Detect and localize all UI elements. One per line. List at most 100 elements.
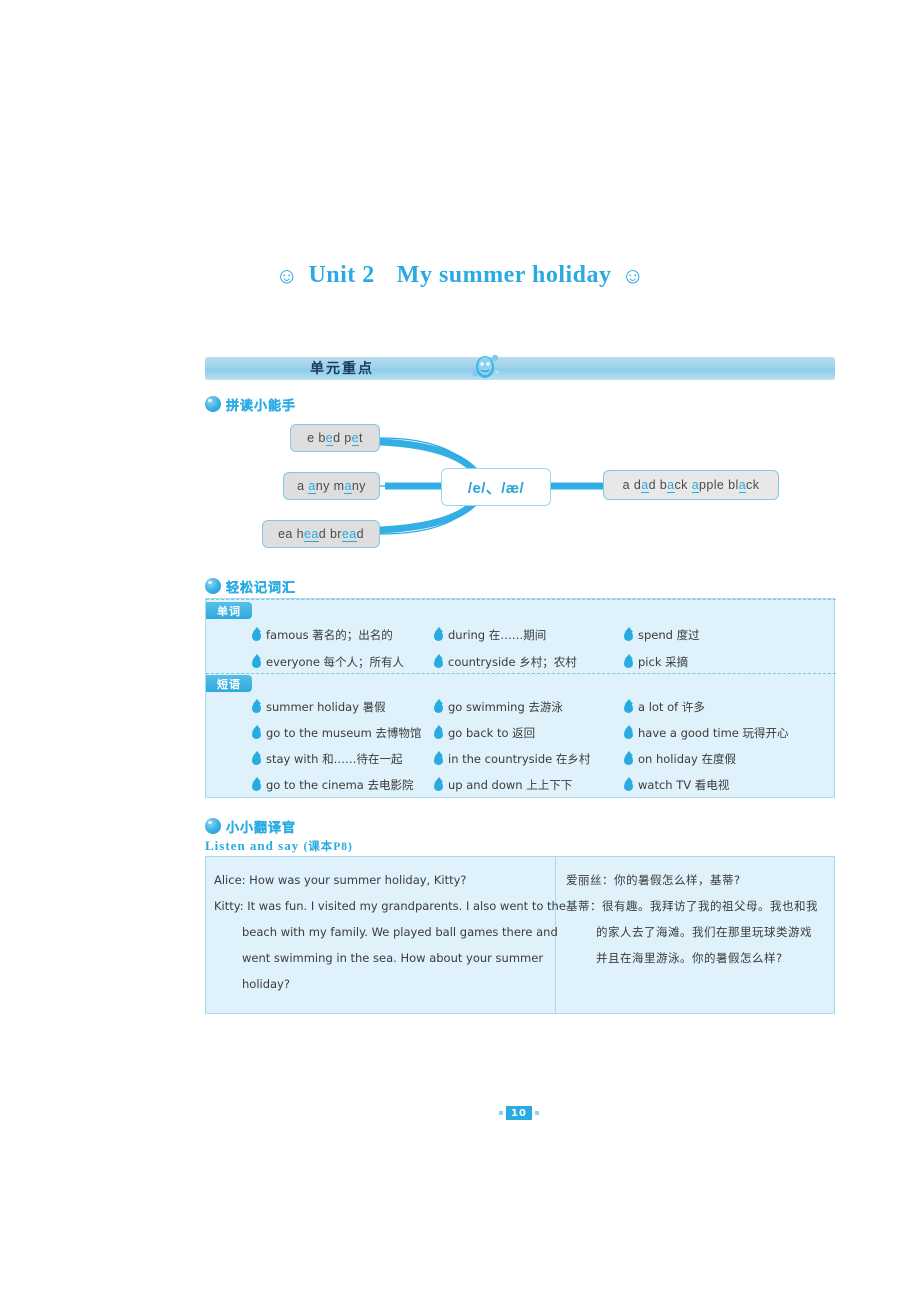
phonics-center-sound: /e/、/æ/: [441, 468, 551, 506]
vocab-item: go swimming 去游泳: [434, 695, 624, 719]
droplet-icon: [434, 701, 443, 713]
phonics-diagram: e bed pet a any many ea head bread /e/、/…: [205, 412, 835, 560]
droplet-icon: [624, 753, 633, 765]
vocab-tag-words: 单词: [206, 602, 252, 619]
vocab-row-phrases-2: go to the museum 去博物馆 go back to 返回 have…: [206, 721, 836, 745]
vocab-row-phrases-4: go to the cinema 去电影院 up and down 上上下下 w…: [206, 773, 836, 797]
vocab-item-label: pick 采摘: [638, 655, 689, 669]
phonics-box-ea: ea head bread: [262, 520, 380, 548]
source-reference: Listen and say (课本P8): [205, 838, 353, 854]
dialogue-english: Alice: How was your summer holiday, Kitt…: [206, 857, 566, 1013]
dialogue-line: went swimming in the sea. How about your…: [242, 951, 544, 965]
vocab-item: go back to 返回: [434, 721, 624, 745]
droplet-icon: [624, 656, 633, 668]
droplet-icon: [252, 656, 261, 668]
dialogue-line: 爱丽丝：你的暑假怎么样，基蒂?: [566, 873, 741, 887]
vocab-item-label: a lot of 许多: [638, 700, 705, 714]
vocab-item-label: stay with 和……待在一起: [266, 752, 403, 766]
vocab-item: a lot of 许多: [624, 695, 836, 719]
vocab-item-label: go to the museum 去博物馆: [266, 726, 422, 740]
vocab-item-label: spend 度过: [638, 628, 700, 642]
vocab-item-label: famous 著名的；出名的: [266, 628, 393, 642]
droplet-icon: [624, 629, 633, 641]
section-heading-vocab: 轻松记词汇: [205, 577, 297, 596]
source-label: Listen and say: [205, 838, 300, 853]
vocab-item-label: on holiday 在度假: [638, 752, 737, 766]
bubble-icon: [205, 818, 221, 834]
source-page: (课本P8): [303, 841, 353, 853]
vocab-row-phrases-3: stay with 和……待在一起 in the countryside 在乡村…: [206, 747, 836, 771]
page-title: ☺ Unit 2 My summer holiday ☺: [0, 262, 920, 289]
droplet-icon: [252, 701, 261, 713]
dialogue-line: 并且在海里游泳。你的暑假怎么样?: [596, 951, 783, 965]
vocab-item: on holiday 在度假: [624, 747, 836, 771]
dialogue-line: Kitty: It was fun. I visited my grandpar…: [214, 899, 566, 913]
vocab-item-label: in the countryside 在乡村: [448, 752, 591, 766]
vocab-item: go to the cinema 去电影院: [206, 773, 434, 797]
vocab-item: stay with 和……待在一起: [206, 747, 434, 771]
phonics-box-e: e bed pet: [290, 424, 380, 452]
vocab-item: pick 采摘: [624, 650, 836, 674]
droplet-icon: [434, 753, 443, 765]
smiley-icon-right: ☺: [621, 263, 645, 288]
section-heading-vocab-label: 轻松记词汇: [226, 580, 297, 596]
section-heading-phonics-label: 拼读小能手: [226, 398, 297, 414]
droplet-icon: [434, 629, 443, 641]
mascot-icon: [472, 354, 499, 378]
vocab-item-label: watch TV 看电视: [638, 778, 730, 792]
vocab-item: spend 度过: [624, 623, 836, 647]
droplet-icon: [252, 629, 261, 641]
vocab-item: countryside 乡村；农村: [434, 650, 624, 674]
vocab-item-label: summer holiday 暑假: [266, 700, 386, 714]
section-heading-translate-label: 小小翻译官: [226, 820, 297, 836]
dialogue-line: beach with my family. We played ball gam…: [242, 925, 558, 939]
droplet-icon: [252, 753, 261, 765]
vocab-item-label: have a good time 玩得开心: [638, 726, 789, 740]
bubble-icon: [205, 578, 221, 594]
dialogue-line: holiday?: [242, 977, 290, 991]
vocab-item-label: go swimming 去游泳: [448, 700, 563, 714]
vocab-item: in the countryside 在乡村: [434, 747, 624, 771]
vocab-item-label: go to the cinema 去电影院: [266, 778, 414, 792]
dialogue-line: Alice: How was your summer holiday, Kitt…: [214, 873, 467, 887]
vocab-tag-phrases: 短语: [206, 675, 252, 692]
unit-focus-banner: [205, 357, 835, 380]
vocabulary-panel: 单词 famous 著名的；出名的 during 在……期间 spend 度过 …: [205, 598, 836, 798]
phonics-box-a-right: a dad back apple black: [603, 470, 779, 500]
vocab-item-label: countryside 乡村；农村: [448, 655, 577, 669]
unit-name: My summer holiday: [396, 262, 612, 288]
phonics-box-a-any-many: a any many: [283, 472, 380, 500]
dialogue-chinese: 爱丽丝：你的暑假怎么样，基蒂? 基蒂：很有趣。我拜访了我的祖父母。我也和我 的家…: [556, 857, 834, 1013]
section-heading-translate: 小小翻译官: [205, 817, 297, 836]
vocab-item-label: everyone 每个人；所有人: [266, 655, 405, 669]
vocab-row-words-2: everyone 每个人；所有人 countryside 乡村；农村 pick …: [206, 650, 836, 674]
droplet-icon: [434, 656, 443, 668]
vocab-row-words-1: famous 著名的；出名的 during 在……期间 spend 度过: [206, 623, 836, 647]
droplet-icon: [624, 727, 633, 739]
dialogue-line: 基蒂：很有趣。我拜访了我的祖父母。我也和我: [566, 899, 818, 913]
smiley-icon-left: ☺: [275, 263, 299, 288]
vocab-item: watch TV 看电视: [624, 773, 836, 797]
vocab-item-label: up and down 上上下下: [448, 778, 573, 792]
unit-number: Unit 2: [308, 262, 375, 288]
dialogue-panel: Alice: How was your summer holiday, Kitt…: [205, 856, 835, 1014]
vocab-item-label: during 在……期间: [448, 628, 547, 642]
vocab-item: everyone 每个人；所有人: [206, 650, 434, 674]
droplet-icon: [624, 779, 633, 791]
section-heading-phonics: 拼读小能手: [205, 395, 297, 414]
droplet-icon: [252, 779, 261, 791]
vocab-item: summer holiday 暑假: [206, 695, 434, 719]
vocab-item-label: go back to 返回: [448, 726, 536, 740]
droplet-icon: [624, 701, 633, 713]
vocab-item: have a good time 玩得开心: [624, 721, 836, 745]
vocab-row-phrases-1: summer holiday 暑假 go swimming 去游泳 a lot …: [206, 695, 836, 719]
dialogue-line: 的家人去了海滩。我们在那里玩球类游戏: [596, 925, 812, 939]
vocab-item: go to the museum 去博物馆: [206, 721, 434, 745]
vocab-item: during 在……期间: [434, 623, 624, 647]
bubble-icon: [205, 396, 221, 412]
droplet-icon: [434, 779, 443, 791]
droplet-icon: [252, 727, 261, 739]
page-number: 10: [499, 1106, 539, 1120]
vocab-item: famous 著名的；出名的: [206, 623, 434, 647]
